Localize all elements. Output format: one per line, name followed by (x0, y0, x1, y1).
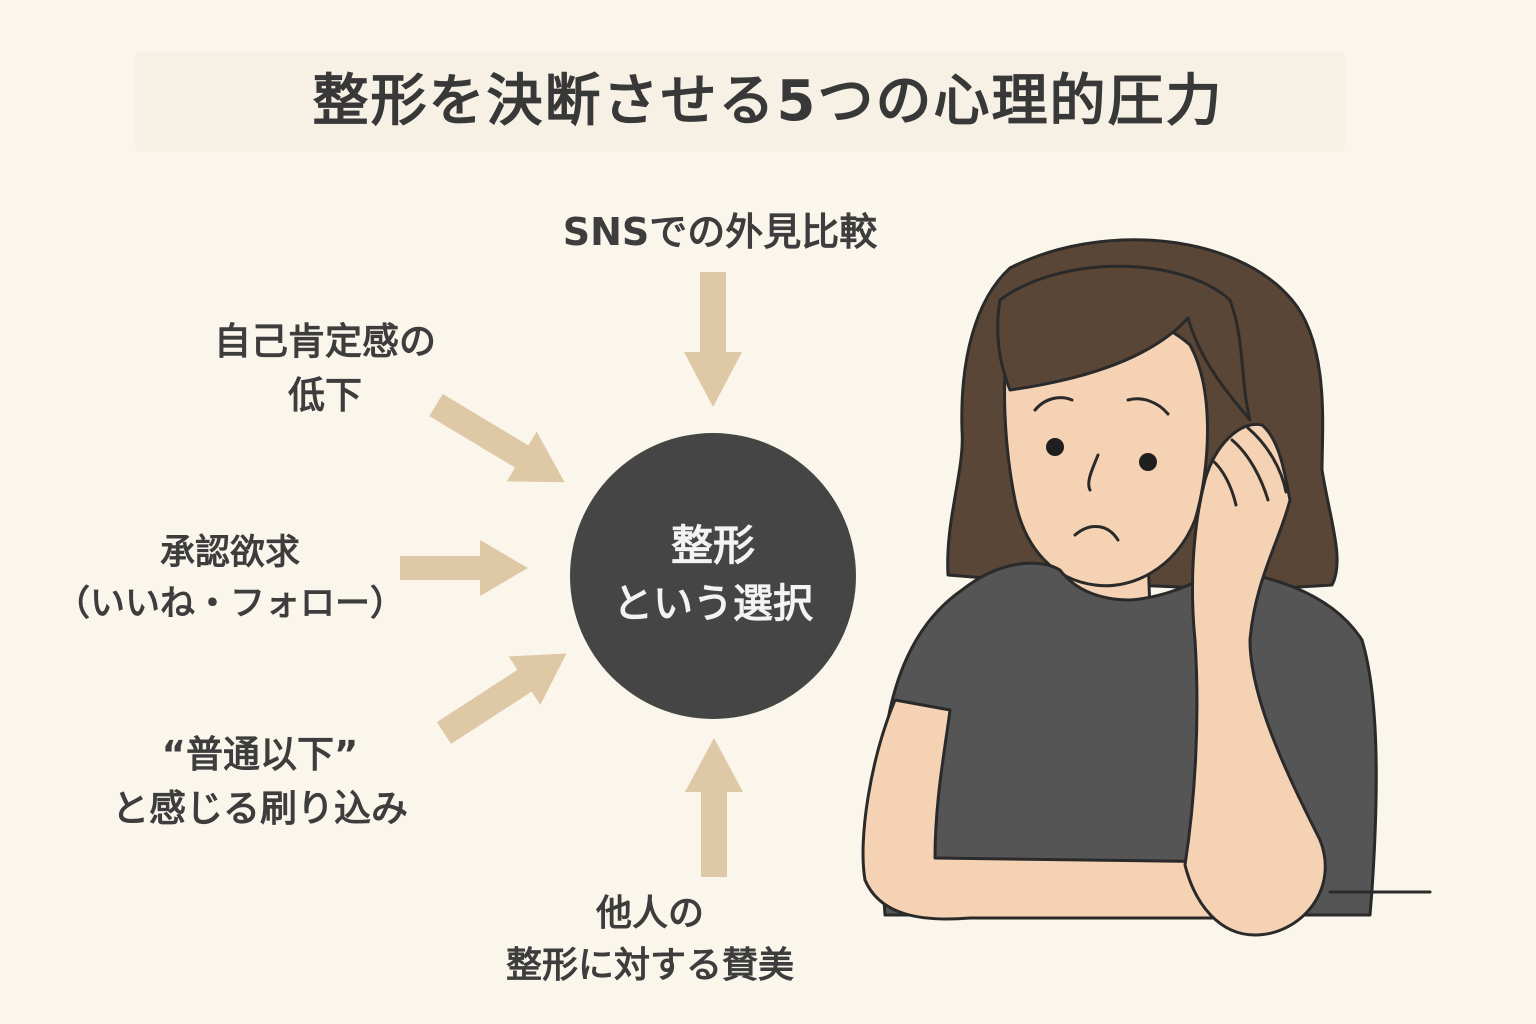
factor-line: 低下 (288, 373, 362, 417)
factor-line: 承認欲求 (159, 533, 300, 573)
left-arm (861, 698, 1248, 921)
eye-right (1139, 453, 1157, 471)
center-label-line1: 整形 (670, 521, 755, 570)
nose (1087, 453, 1100, 492)
right-arm (1183, 422, 1327, 937)
eyebrow-right (1126, 397, 1170, 416)
factor-line: SNSでの外見比較 (562, 210, 878, 254)
arrow-diagonal-down-right-icon (429, 393, 565, 483)
center-circle: 整形 という選択 (570, 433, 856, 719)
factor-approval-desire: 承認欲求 （いいね・フォロー） (40, 528, 420, 630)
factor-line: （いいね・フォロー） (54, 583, 405, 624)
factor-line: 他人の (595, 893, 704, 934)
factor-praise-of-others-surgery: 他人の 整形に対する賛美 (440, 888, 860, 992)
center-label-line2: という選択 (613, 581, 813, 627)
eyebrow-left (1033, 396, 1074, 412)
factor-line: “普通以下” (161, 733, 359, 776)
arrow-diagonal-up-right-icon (436, 653, 567, 744)
arrow-up-icon (685, 738, 743, 877)
fingers (1210, 426, 1288, 507)
factor-line: と感じる刷り込み (112, 786, 408, 830)
mouth (1073, 525, 1120, 542)
hair-bangs (996, 264, 1252, 422)
page-title: 整形を決断させる5つの心理的圧力 (312, 69, 1224, 134)
factor-line: 整形に対する賛美 (505, 945, 794, 987)
title-band (135, 52, 1345, 152)
factor-low-self-esteem: 自己肯定感の 低下 (175, 315, 475, 422)
arrow-down-icon (684, 272, 742, 407)
factor-line: 自己肯定感の (214, 320, 436, 363)
eye-left (1046, 438, 1064, 456)
factor-sns-comparison: SNSでの外見比較 (510, 205, 930, 260)
factor-below-average-belief: “普通以下” と感じる刷り込み (60, 728, 460, 835)
arrow-right-icon (400, 540, 528, 596)
